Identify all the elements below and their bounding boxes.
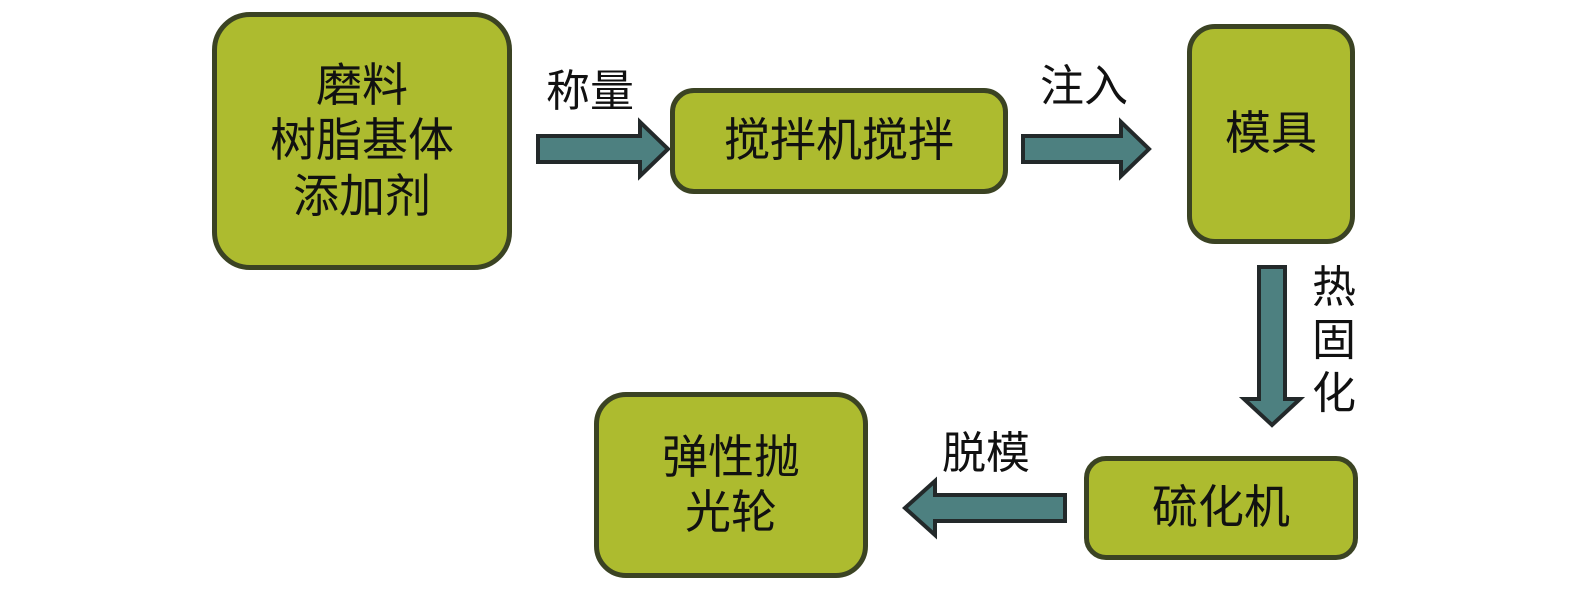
node-raw-materials-line-2: 树脂基体 (270, 113, 454, 168)
node-mold: 模具 (1187, 24, 1355, 244)
node-mixer: 搅拌机搅拌 (670, 88, 1008, 194)
edge-demold-label: 脱模 (942, 428, 1030, 479)
arrow-weigh (536, 117, 671, 181)
node-mixer-line-1: 搅拌机搅拌 (724, 113, 954, 168)
edge-inject-label: 注入 (1040, 61, 1128, 112)
node-raw-materials: 磨料 树脂基体 添加剂 (212, 12, 512, 270)
arrow-inject-shape (1021, 117, 1152, 181)
node-product-line-1: 弹性抛 (662, 429, 800, 484)
node-raw-materials-line-1: 磨料 (316, 58, 408, 113)
node-product-line-2: 光轮 (685, 485, 777, 539)
node-vulcanizer: 硫化机 (1084, 456, 1358, 560)
arrow-weigh-shape (536, 117, 671, 181)
arrow-heat-cure (1238, 265, 1306, 428)
node-mold-line-1: 模具 (1225, 106, 1317, 161)
arrow-inject (1021, 117, 1152, 181)
edge-heat-cure-label: 热固化 (1312, 262, 1356, 419)
node-raw-materials-line-3: 添加剂 (293, 168, 431, 223)
node-product: 弹性抛 光轮 (594, 392, 868, 578)
edge-weigh-label: 称量 (546, 66, 634, 117)
node-vulcanizer-line-1: 硫化机 (1152, 480, 1290, 535)
arrow-demold (902, 476, 1067, 540)
arrow-heat-cure-shape (1238, 265, 1306, 428)
arrow-demold-shape (902, 476, 1067, 540)
